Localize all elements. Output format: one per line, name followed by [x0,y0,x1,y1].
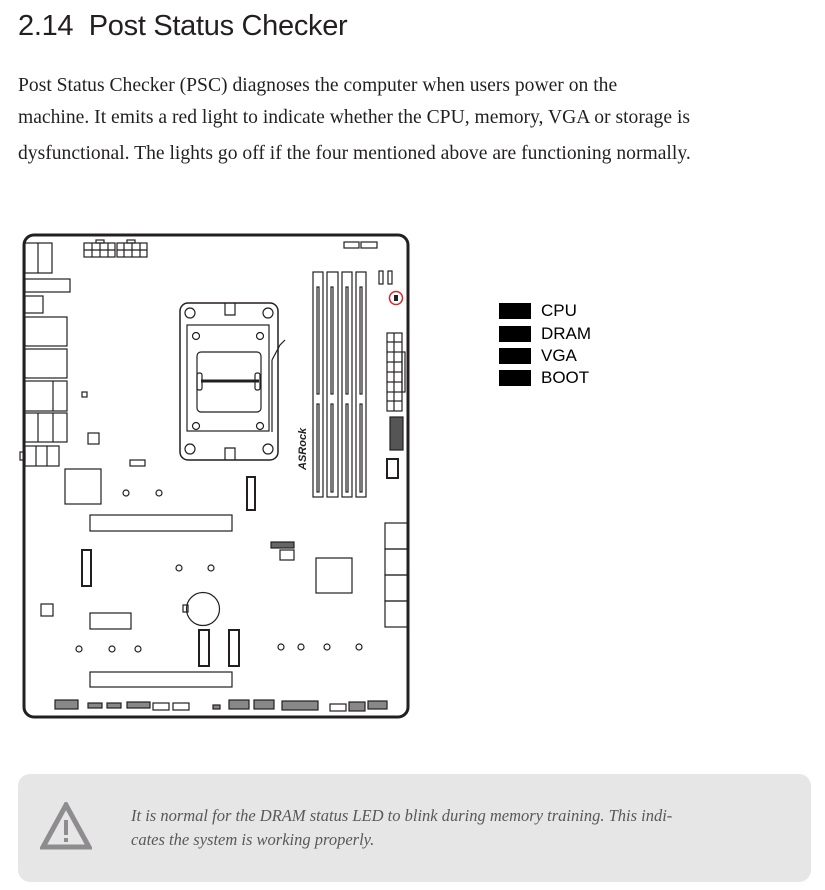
legend-item-vga: VGA [499,345,577,365]
usb-header [389,416,404,451]
legend-label: DRAM [541,323,592,343]
led-swatch [499,347,531,364]
asrock-logo: ASRock [297,427,309,471]
fan-header [129,459,146,467]
section-title-text: Post Status Checker [88,10,348,42]
legend-label: BOOT [541,367,590,387]
legend-label: CPU [541,300,577,320]
dimm-slots [312,271,367,498]
m2-slot [81,549,92,587]
bottom-headers [54,699,388,712]
chipset [315,557,353,594]
board-outline [22,233,410,719]
led-swatch [499,325,531,342]
right-sata-ports [384,522,409,628]
pcie-slot [89,671,233,688]
section-number: 2.14 [18,10,74,42]
m2-slot [198,629,210,667]
legend-label: VGA [541,345,577,365]
cpu-socket [179,302,286,461]
paragraph-line: dysfunctional. The lights go off if the … [18,143,691,164]
header [270,541,295,549]
psc-led-highlight [388,290,404,306]
m2-slot [228,629,240,667]
paragraph-line: machine. It emits a red light to indicat… [18,107,691,128]
note-line: cates the system is working properly. [131,830,375,849]
psc-leds [394,295,398,301]
legend-item-boot: BOOT [499,367,590,387]
warning-triangle-icon [40,802,92,850]
led-swatch [499,369,531,386]
legend-item-cpu: CPU [499,300,577,320]
m2-slot [246,476,256,511]
chip [64,468,102,505]
rear-io-ports [19,242,71,467]
pcie-slot [89,514,233,532]
led-swatch [499,302,531,319]
atx-power-connector [386,332,406,412]
paragraph-line: Post Status Checker (PSC) diagnoses the … [18,75,618,96]
cmos-battery [185,591,221,627]
fan-headers-top [343,241,378,249]
note-line: It is normal for the DRAM status LED to … [131,806,673,825]
cpu-power-connectors [83,239,148,258]
section-title: 2.14 Post Status Checker [18,10,348,43]
usb-c-header [386,458,399,479]
legend-item-dram: DRAM [499,323,592,343]
note-box: It is normal for the DRAM status LED to … [18,774,811,882]
